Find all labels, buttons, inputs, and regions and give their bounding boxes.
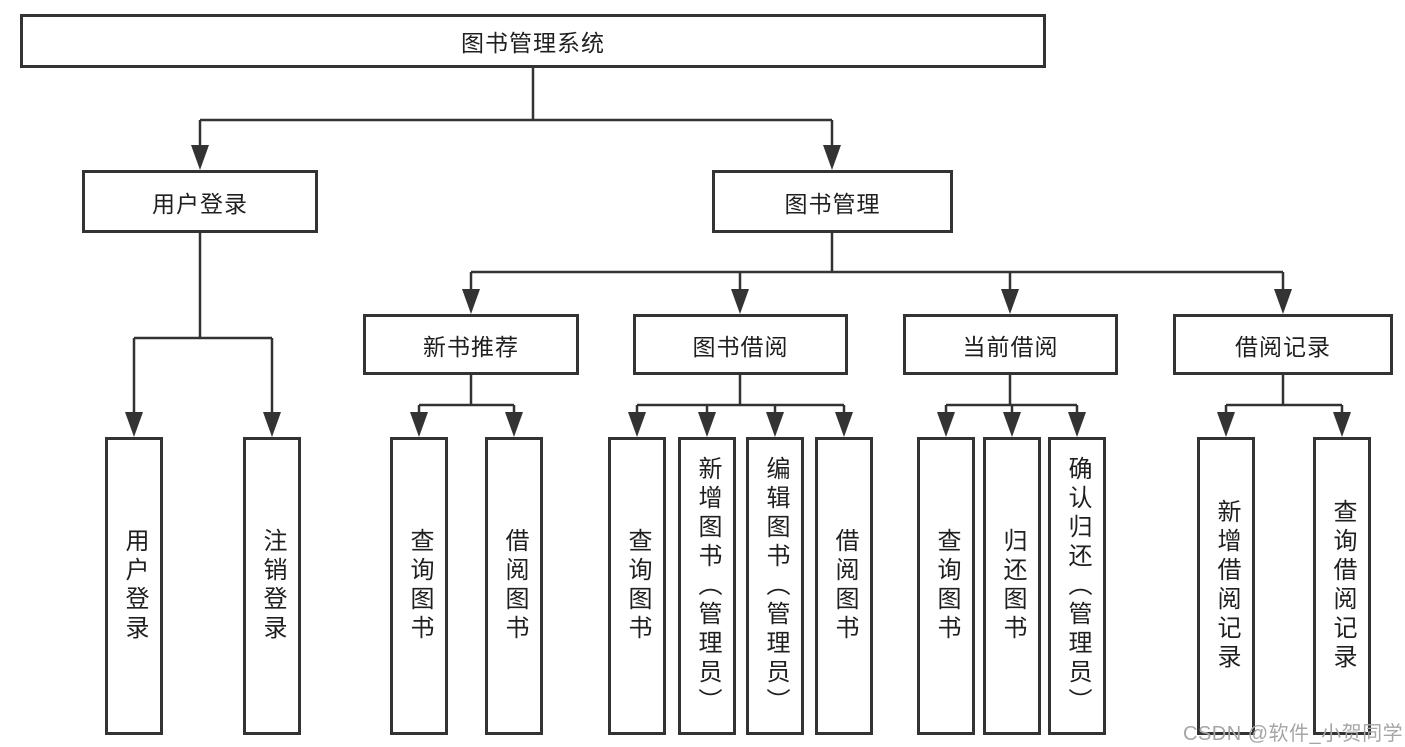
connector-root-to-level2 — [191, 68, 841, 170]
node-current-borrowing: 当前借阅 — [903, 314, 1118, 375]
connector-newbook-to-leaves — [410, 375, 523, 437]
leaf-add-books-admin-label: 新增图书（管理员） — [694, 455, 721, 717]
leaf-logout: 注销登录 — [243, 437, 301, 735]
leaf-query-books-1: 查询图书 — [390, 437, 448, 735]
csdn-watermark: CSDN @软件_小贺同学 — [1183, 723, 1404, 745]
leaf-borrow-books-1: 借阅图书 — [485, 437, 543, 735]
node-user-login: 用户登录 — [82, 170, 318, 233]
leaf-query-books-2: 查询图书 — [608, 437, 666, 735]
leaf-edit-books-admin-label: 编辑图书（管理员） — [762, 455, 789, 717]
connector-bookmgmt-to-level3 — [462, 233, 1292, 314]
node-book-management: 图书管理 — [712, 170, 953, 233]
connector-current-to-leaves — [937, 375, 1086, 437]
connector-records-to-leaves — [1217, 375, 1351, 437]
leaf-edit-books-admin: 编辑图书（管理员） — [746, 437, 804, 735]
node-current-borrowing-label: 当前借阅 — [962, 333, 1059, 360]
node-root-system: 图书管理系统 — [20, 14, 1046, 68]
leaf-borrow-books-1-label: 借阅图书 — [501, 528, 528, 644]
node-user-login-label: 用户登录 — [152, 190, 248, 217]
leaf-user-login: 用户登录 — [105, 437, 163, 735]
node-new-book-recommend-label: 新书推荐 — [423, 333, 519, 360]
leaf-query-borrow-record-label: 查询借阅记录 — [1329, 499, 1356, 673]
leaf-borrow-books-2-label: 借阅图书 — [831, 528, 858, 644]
leaf-query-books-1-label: 查询图书 — [406, 528, 433, 644]
leaf-confirm-return-admin: 确认归还（管理员） — [1048, 437, 1106, 735]
leaf-return-books: 归还图书 — [983, 437, 1041, 735]
node-borrowing-records: 借阅记录 — [1173, 314, 1393, 375]
leaf-add-books-admin: 新增图书（管理员） — [678, 437, 736, 735]
leaf-logout-label: 注销登录 — [259, 528, 286, 644]
connector-userlogin-to-leaves — [125, 233, 281, 437]
connector-borrow-to-leaves — [628, 375, 853, 437]
leaf-add-borrow-record: 新增借阅记录 — [1197, 437, 1255, 735]
leaf-add-borrow-record-label: 新增借阅记录 — [1213, 499, 1240, 673]
node-book-management-label: 图书管理 — [784, 190, 881, 217]
node-book-borrowing-label: 图书借阅 — [692, 333, 789, 360]
leaf-user-login-label: 用户登录 — [121, 528, 148, 644]
node-root-label: 图书管理系统 — [461, 30, 605, 56]
leaf-return-books-label: 归还图书 — [999, 528, 1026, 644]
node-new-book-recommend: 新书推荐 — [363, 314, 579, 375]
leaf-query-books-2-label: 查询图书 — [624, 528, 651, 644]
leaf-query-books-3: 查询图书 — [917, 437, 975, 735]
leaf-borrow-books-2: 借阅图书 — [815, 437, 873, 735]
leaf-confirm-return-admin-label: 确认归还（管理员） — [1064, 455, 1091, 717]
leaf-query-books-3-label: 查询图书 — [933, 528, 960, 644]
node-book-borrowing: 图书借阅 — [633, 314, 848, 375]
leaf-query-borrow-record: 查询借阅记录 — [1313, 437, 1371, 735]
node-borrowing-records-label: 借阅记录 — [1235, 333, 1331, 360]
